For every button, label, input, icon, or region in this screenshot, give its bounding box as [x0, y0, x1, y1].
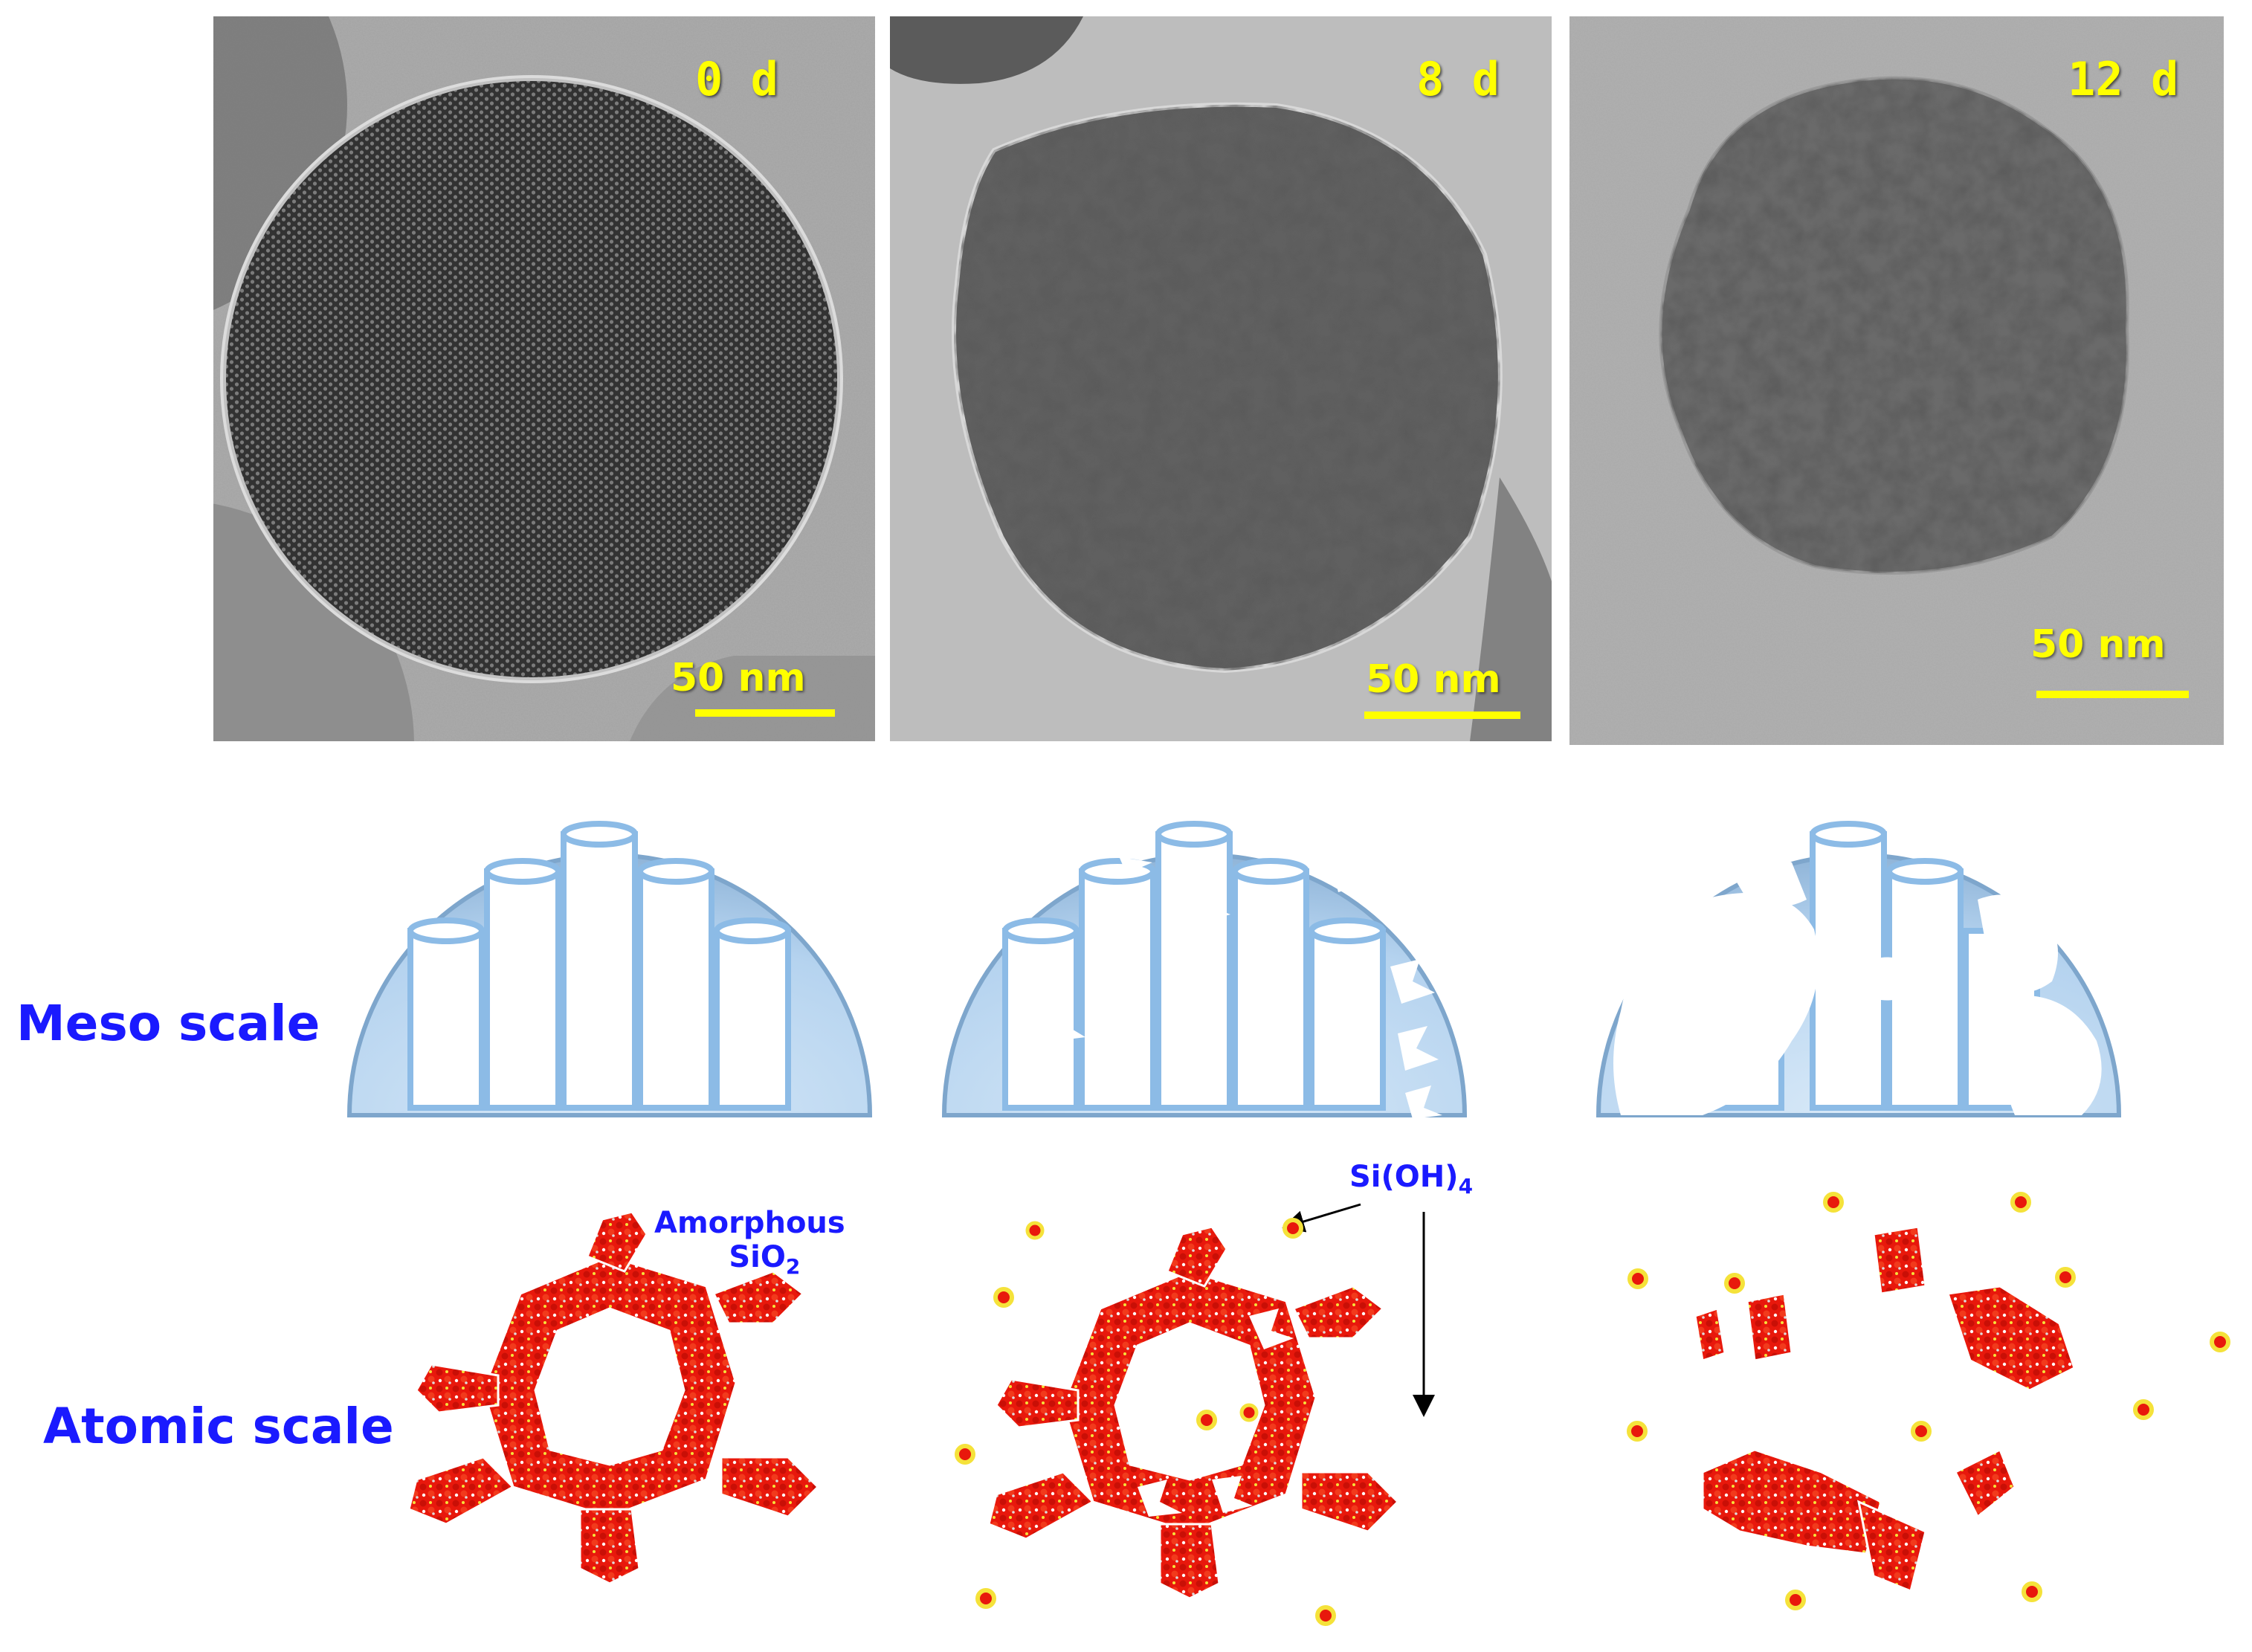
- tem-image-12d: [1569, 16, 2224, 745]
- amorphous-label-sub: 2: [785, 1254, 801, 1279]
- meso-dome-8d: [941, 821, 1468, 1119]
- day-label-0d: 0 d: [695, 52, 778, 106]
- meso-scale-label: Meso scale: [16, 995, 320, 1052]
- tem-panel-12d: 12 d 50 nm: [1569, 16, 2224, 745]
- sioh4-label-sub: 4: [1458, 1174, 1474, 1198]
- atomic-scale-label: Atomic scale: [43, 1398, 394, 1455]
- tem-panel-8d: 8 d 50 nm: [890, 16, 1552, 741]
- meso-dome-0d: [346, 821, 873, 1117]
- scale-label-12d: 50 nm: [2030, 622, 2166, 667]
- silica-ring-0d: [407, 1210, 820, 1585]
- sioh4-label-main: Si(OH): [1349, 1160, 1459, 1194]
- sioh4-molecules-8d: [1025, 1221, 1259, 1422]
- day-label-12d: 12 d: [2068, 52, 2179, 106]
- scale-label-8d: 50 nm: [1366, 657, 1501, 702]
- scale-label-0d: 50 nm: [671, 656, 806, 700]
- scale-bar-0d: [695, 709, 835, 717]
- tem-panel-0d: 0 d 50 nm: [213, 16, 875, 741]
- amorphous-label: Amorphous SiO2: [654, 1206, 845, 1279]
- tem-image-8d: [890, 16, 1552, 741]
- amorphous-label-line2: SiO2: [684, 1240, 845, 1279]
- scale-bar-12d: [2036, 691, 2189, 698]
- silica-ring-8d: [987, 1221, 1400, 1600]
- amorphous-label-sio: SiO: [729, 1240, 786, 1274]
- day-label-8d: 8 d: [1416, 52, 1500, 106]
- amorphous-label-line1: Amorphous: [654, 1206, 845, 1240]
- meso-dome-12d: [1596, 821, 2122, 1117]
- sioh4-label: Si(OH)4: [1349, 1160, 1473, 1198]
- scale-bar-8d: [1364, 712, 1520, 719]
- silica-fragments-12d: [1694, 1225, 2076, 1593]
- tem-image-0d: [213, 16, 875, 741]
